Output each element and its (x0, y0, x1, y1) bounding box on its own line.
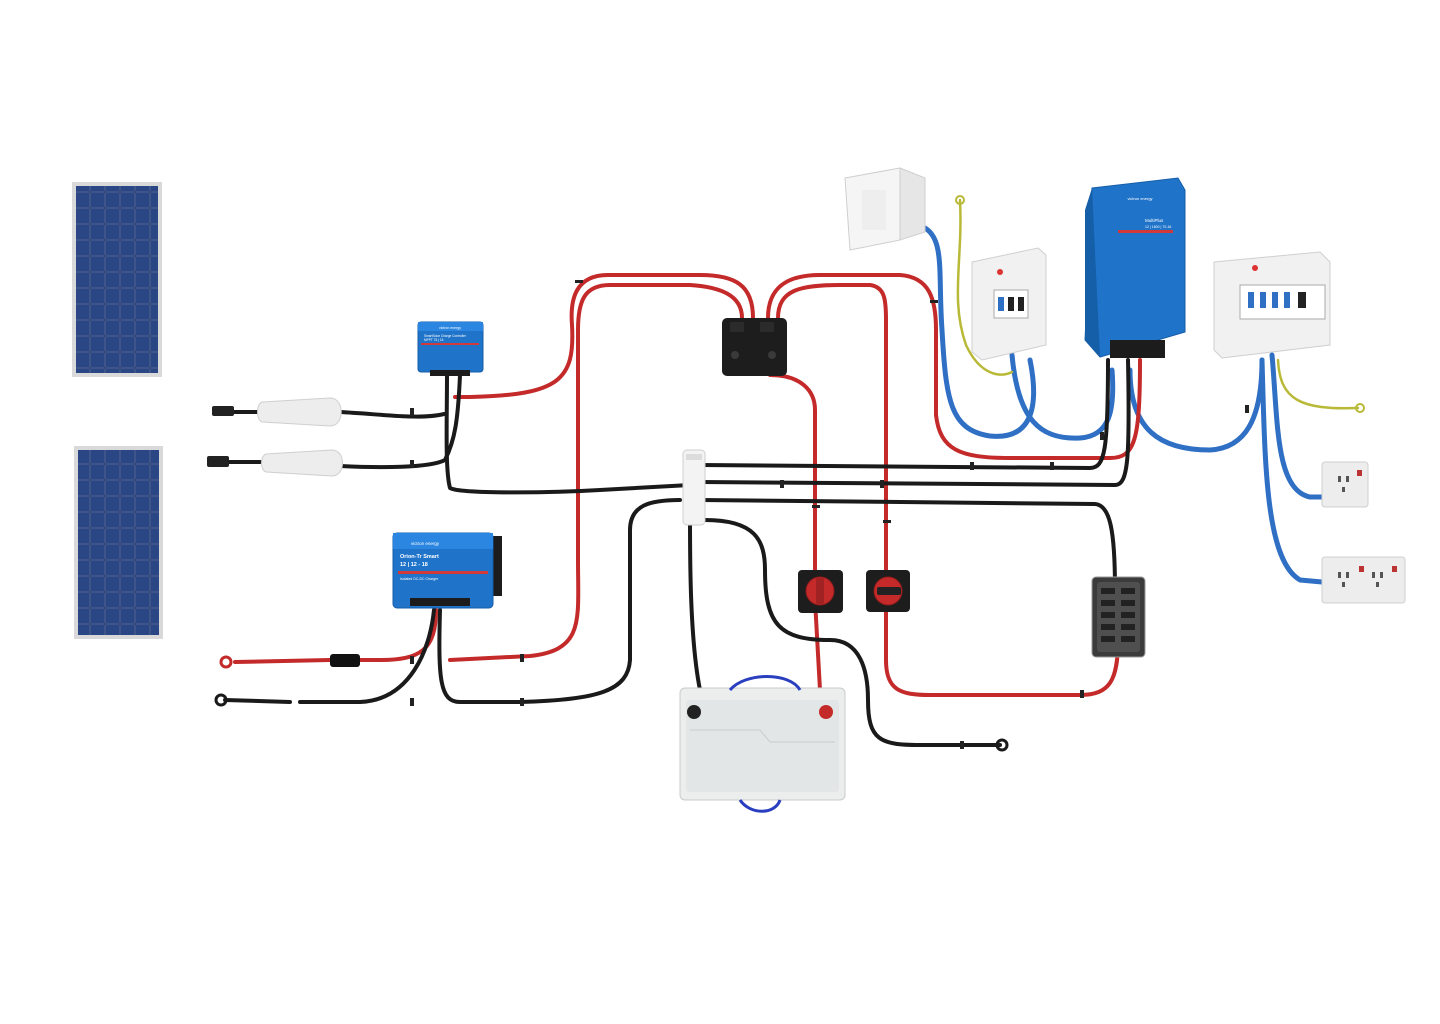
blade-fuse-box (1091, 576, 1146, 658)
positive-busbar (722, 318, 787, 376)
inverter-spec: 12 | 1600 | 70-16 (1145, 225, 1171, 229)
uk-socket-double (1321, 556, 1406, 604)
uk-socket-single (1321, 461, 1369, 508)
earth-cables (956, 198, 1360, 410)
negative-busbar (682, 449, 706, 526)
mains-hookup-inlet (844, 167, 926, 251)
battery-isolator-switch-1 (798, 570, 843, 613)
red-positive-cables (233, 273, 1142, 702)
dc-dc-charger: victron energy Orion-Tr Smart 12 | 12 - … (392, 532, 502, 609)
solar-panel-bottom (74, 446, 163, 639)
inline-fuse (330, 654, 360, 667)
solar-panel-top (72, 182, 162, 377)
battery-isolator-switch-2 (866, 570, 910, 612)
consumer-unit-small (971, 247, 1047, 361)
black-negative-cables (223, 358, 1131, 747)
mppt-brand: victron energy (439, 326, 461, 330)
inverter-model: MultiPlus (1145, 218, 1164, 223)
cable-lugs (214, 195, 1365, 752)
consumer-unit-large (1213, 251, 1331, 359)
dcdc-spec: 12 | 12 - 18 (400, 562, 428, 568)
mppt-model: SmartSolar Charge Controller (424, 334, 467, 338)
dcdc-brand: victron energy (411, 541, 440, 546)
inverter-charger: victron energy MultiPlus 12 | 1600 | 70-… (1084, 177, 1186, 358)
dcdc-model: Orion-Tr Smart (400, 554, 439, 560)
mc4-connector-top (212, 397, 342, 427)
ac-cables-blue (922, 225, 1325, 585)
cable-ties (410, 280, 1249, 749)
mppt-solar-charge-controller: victron energy SmartSolar Charge Control… (417, 321, 484, 376)
inverter-brand: victron energy (1127, 196, 1152, 201)
dcdc-sub: Isolated DC-DC Charger (400, 577, 439, 581)
leisure-battery (679, 675, 846, 813)
mc4-connector-bottom (207, 449, 343, 477)
mppt-spec: MPPT 75 | 15 (424, 338, 444, 342)
